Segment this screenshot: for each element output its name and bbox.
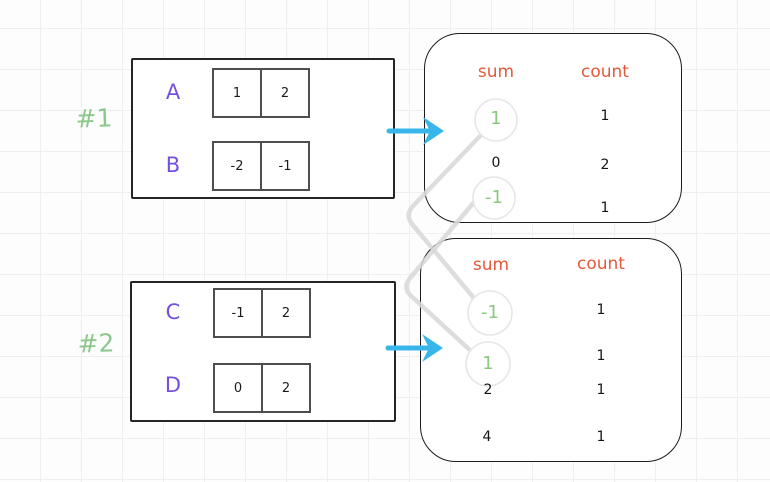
group-1-label: #1 [75,103,113,134]
sum-table-1 [424,33,682,223]
sum-value: 1 [482,353,494,374]
sum-value: -1 [481,302,499,323]
group-2-label: #2 [77,328,115,359]
array-cell: -1 [213,288,263,338]
sum-header: sum [472,255,510,275]
array-a-cells: 1 2 [212,68,310,118]
count-header: count [577,254,625,274]
count-value: 1 [596,302,606,318]
count-value: 1 [596,348,606,364]
array-row-label-d: D [164,373,182,397]
array-row-label-a: A [165,80,181,104]
array-cell: 2 [261,363,311,413]
array-cell: -2 [212,141,262,191]
sum-value: 4 [482,429,492,445]
count-header: count [581,62,629,82]
count-value: 1 [600,108,610,124]
sum-value: 1 [490,108,502,129]
array-cell: 1 [212,68,262,118]
sum-value: 2 [483,382,493,398]
array-b-cells: -2 -1 [212,141,310,191]
array-cell: -1 [260,141,310,191]
array-d-cells: 0 2 [213,363,311,413]
sum-value: -1 [485,187,503,208]
count-value: 1 [596,429,606,445]
array-row-label-b: B [165,153,181,177]
array-row-label-c: C [165,300,181,324]
count-value: 2 [600,157,610,173]
sum-value: 0 [491,155,501,171]
array-cell: 2 [260,68,310,118]
array-cell: 2 [261,288,311,338]
sum-header: sum [477,62,515,82]
array-cell: 0 [213,363,263,413]
count-value: 1 [600,200,610,216]
count-value: 1 [596,382,606,398]
array-c-cells: -1 2 [213,288,311,338]
